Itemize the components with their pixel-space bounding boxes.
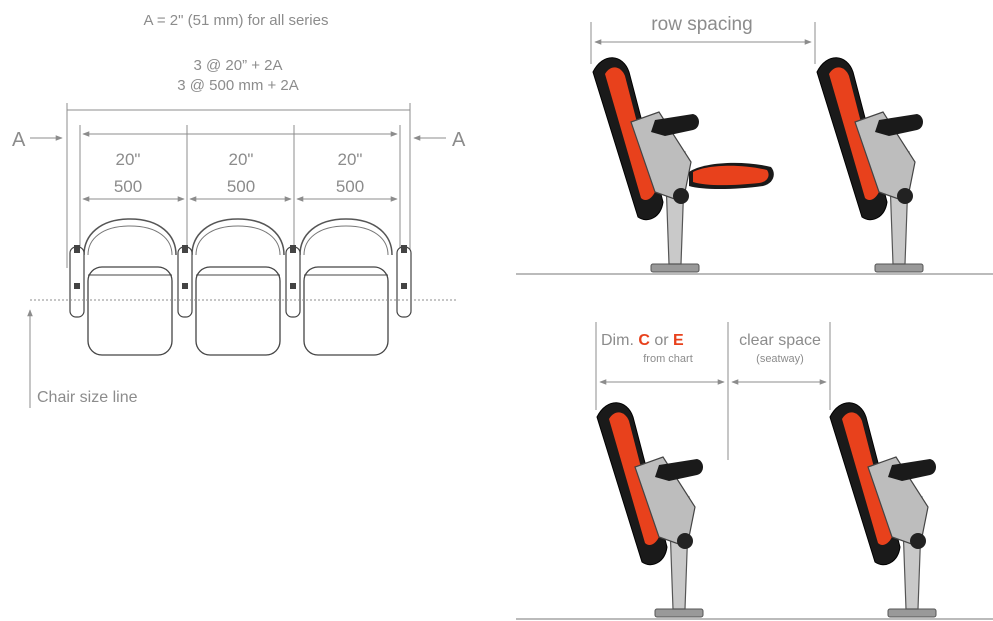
seat-width-in-3: 20" <box>338 150 363 169</box>
formula-metric: 3 @ 500 mm + 2A <box>177 77 299 94</box>
plan-seat-3 <box>299 218 393 356</box>
plan-armrest <box>69 244 85 318</box>
seat-width-mm-2: 500 <box>227 177 255 196</box>
seatway-label: (seatway) <box>756 353 804 365</box>
label-a-left: A <box>12 129 26 151</box>
side-chair-folded <box>596 402 704 618</box>
note-a-definition: A = 2" (51 mm) for all series <box>144 12 329 29</box>
seat-width-in-1: 20" <box>116 150 141 169</box>
plan-seat-1 <box>83 218 177 356</box>
plan-seat-2 <box>191 218 285 356</box>
seat-width-mm-3: 500 <box>336 177 364 196</box>
chair-size-line-label: Chair size line <box>37 389 138 406</box>
side-chair-folded <box>816 57 924 273</box>
dim-prefix: Dim. <box>601 332 638 349</box>
side-chair-folded <box>829 402 937 618</box>
side-chair-unfolded <box>592 57 774 273</box>
plan-armrest <box>285 244 301 318</box>
seat-width-mm-1: 500 <box>114 177 142 196</box>
formula-inches: 3 @ 20” + 2A <box>193 57 282 74</box>
clear-space-label: clear space <box>739 332 821 349</box>
dim-or: or <box>650 332 673 349</box>
label-a-right: A <box>452 129 466 151</box>
from-chart-label: from chart <box>643 353 693 365</box>
plan-armrest <box>177 244 193 318</box>
dim-e: E <box>673 332 684 349</box>
dim-c: C <box>638 332 650 349</box>
row-spacing-label: row spacing <box>651 14 752 35</box>
dim-c-or-e-label: Dim. C or E <box>601 332 684 349</box>
plan-armrest <box>396 244 412 318</box>
seat-width-in-2: 20" <box>229 150 254 169</box>
